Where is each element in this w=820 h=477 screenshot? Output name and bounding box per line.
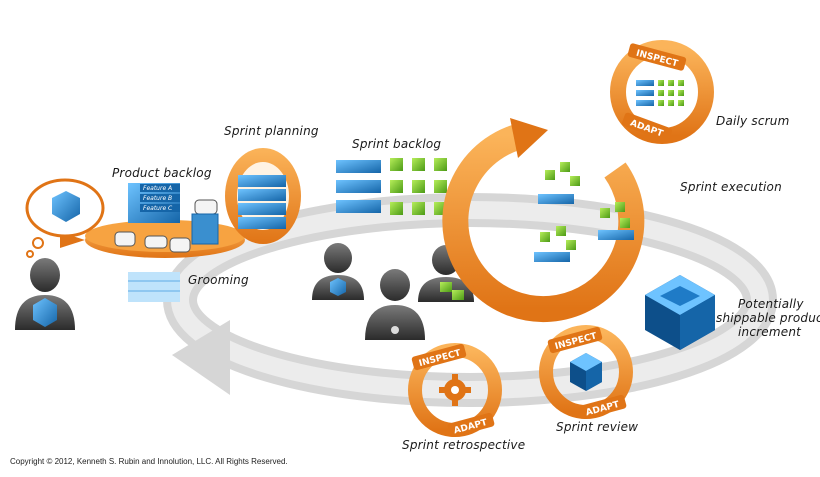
copyright-notice: Copyright © 2012, Kenneth S. Rubin and I…	[10, 457, 288, 466]
team-person-left-icon	[312, 243, 364, 300]
feature-c: Feature C	[143, 205, 173, 212]
feature-a: Feature A	[143, 185, 172, 192]
sprint-review-label: Sprint review	[556, 420, 639, 434]
grooming-label: Grooming	[188, 273, 249, 287]
sprint-retrospective-cycle: INSPECT ADAPT	[408, 343, 502, 438]
feature-b: Feature B	[143, 195, 172, 202]
sprint-planning-label: Sprint planning	[224, 124, 319, 138]
thought-bubble-icon	[25, 178, 105, 258]
sprint-execution-label: Sprint execution	[680, 180, 782, 194]
sprint-backlog-label: Sprint backlog	[352, 137, 442, 151]
daily-scrum-label: Daily scrum	[716, 114, 790, 128]
product-owner-person-icon	[15, 258, 75, 330]
product-increment-cube-icon	[645, 275, 715, 350]
grooming-hands	[114, 199, 219, 253]
product-backlog-stack: Feature A Feature B Feature C	[128, 183, 180, 302]
potentially-label-line3: increment	[738, 325, 802, 339]
potentially-label-line1: Potentially	[738, 297, 804, 311]
sprint-retrospective-label: Sprint retrospective	[402, 438, 526, 452]
daily-scrum-inspect-adapt-cycle: INSPECT ADAPT	[610, 40, 714, 144]
product-backlog-label: Product backlog	[112, 166, 212, 180]
sprint-execution-cycle	[442, 118, 645, 323]
gear-icon	[439, 374, 471, 406]
sprint-planning-icon	[225, 148, 301, 244]
sprint-backlog-grid	[336, 158, 447, 215]
potentially-label-line2: shippable product	[716, 311, 820, 325]
team-person-middle-icon	[365, 269, 425, 340]
cube-icon	[570, 353, 602, 391]
